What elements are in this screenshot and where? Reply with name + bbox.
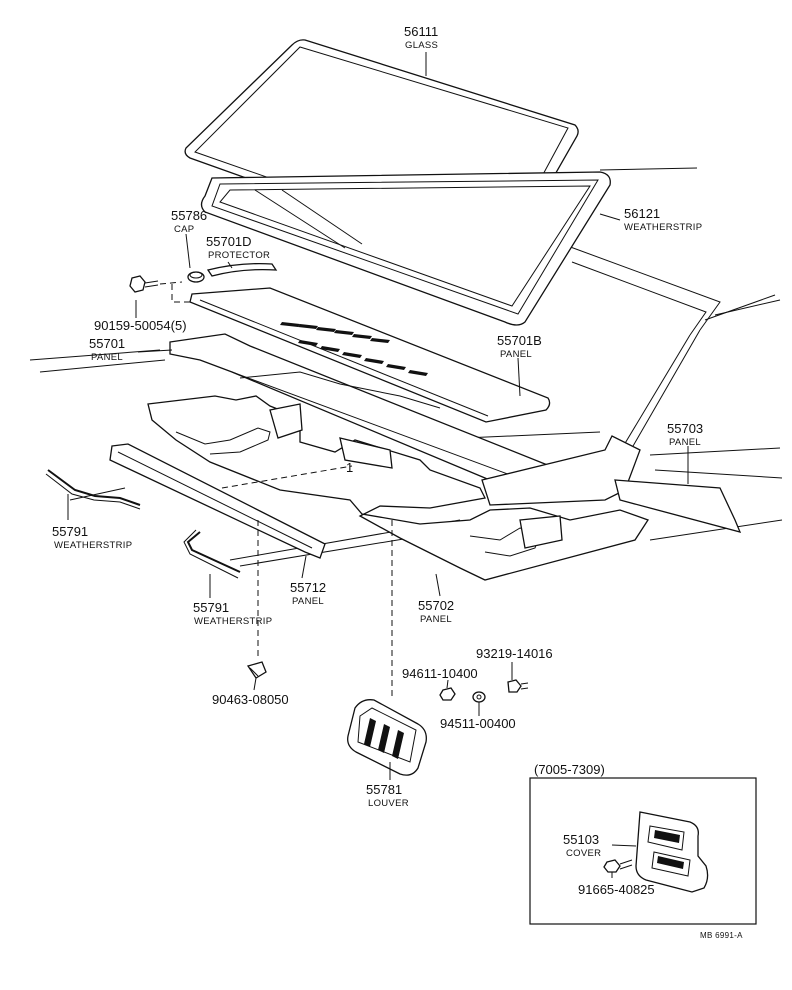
footer-code: MB 6991-A [700,931,743,940]
weatherstrip-56121-part [200,171,611,326]
label-protector-number: 55701D [206,234,252,249]
label-panel-55712-name: PANEL [292,596,324,607]
reference-lines [221,465,393,700]
panel-55703-part [481,435,742,533]
screw-93219-part [507,679,529,693]
label-panel-55702-number: 55702 [418,598,454,613]
panel-55702-part [147,395,649,581]
label-weatherstrip-left-number: 55791 [52,524,88,539]
label-weatherstrip-left-name: WEATHERSTRIP [54,540,132,551]
label-weatherstrip-56121-name: WEATHERSTRIP [624,222,702,233]
louver-part [347,699,427,776]
label-cap-number: 55786 [171,208,207,223]
label-bolt-90159-number: 90159-50054(5) [94,318,187,333]
label-cap-name: CAP [174,224,194,235]
panel-55701b-part [189,287,551,423]
label-screw-93219-number: 93219-14016 [476,646,553,661]
label-washer-94511-number: 94511-00400 [440,716,516,731]
weatherstrip-left-part [45,469,141,510]
cap-part [187,271,205,283]
label-panel-55703-name: PANEL [669,437,701,448]
label-glass-number: 56111 [404,24,438,39]
label-weatherstrip-lower-number: 55791 [193,600,229,615]
bolt-91665-part [603,859,633,873]
label-panel-55712-number: 55712 [290,580,326,595]
label-bolt-91665-number: 91665-40825 [578,882,655,897]
weatherstrip-lower-part [183,529,241,579]
protector-part [206,262,278,277]
label-weatherstrip-lower-name: WEATHERSTRIP [194,616,272,627]
label-louver-name: LOUVER [368,798,409,809]
label-cover-number: 55103 [563,832,599,847]
label-protector-name: PROTECTOR [208,250,270,261]
nut-94611-part [439,687,456,701]
label-weatherstrip-56121-number: 56121 [624,206,660,221]
label-louver-number: 55781 [366,782,402,797]
vent-slots [280,322,428,376]
cover-part [635,811,709,893]
label-panel-55701b-name: PANEL [500,349,532,360]
ref-mark: 1 [346,460,353,475]
label-glass-name: GLASS [405,40,438,51]
bolt-90159-part [129,275,200,303]
label-inset-range: (7005-7309) [534,762,605,777]
label-cover-name: COVER [566,848,601,859]
clip-90463-part [246,661,267,679]
label-panel-55701-number: 55701 [89,336,125,351]
label-clip-90463-number: 90463-08050 [212,692,289,707]
washer-94511-part [472,691,486,703]
labels: 56111 GLASS 56121 WEATHERSTRIP 55786 CAP… [52,24,743,940]
label-panel-55702-name: PANEL [420,614,452,625]
label-panel-55701-name: PANEL [91,352,123,363]
inset-box [529,777,757,925]
panel-55712-part [109,443,326,559]
leader-lines [67,52,689,878]
label-panel-55701b-number: 55701B [497,333,542,348]
label-nut-94611-number: 94611-10400 [402,666,478,681]
label-panel-55703-number: 55703 [667,421,703,436]
